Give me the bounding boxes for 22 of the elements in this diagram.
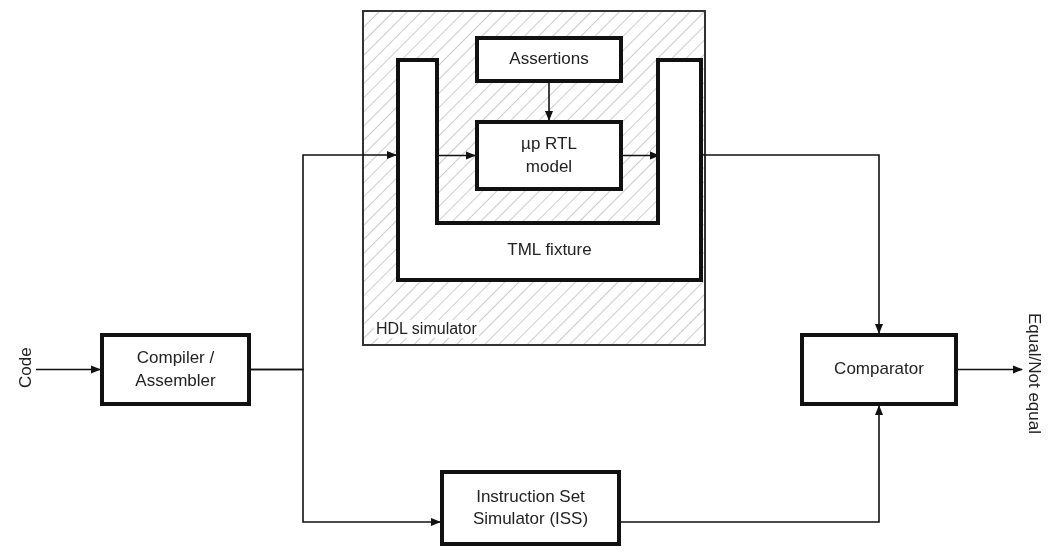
box-label: Comparator [834,358,924,381]
arrow [436,151,476,160]
process-box [475,120,623,191]
arrow [620,405,883,523]
process-box [800,333,958,406]
simulator-panel [362,10,706,346]
signal-label: Code [14,338,36,398]
box-label: Instruction Set Simulator (ISS) [471,485,590,530]
process-box [440,470,621,546]
process-box [475,36,623,83]
box-label: Assertions [509,48,589,71]
arrow [250,368,441,526]
signal-label: Equal/Not equal [1022,288,1046,458]
fixture-label: TML fixture [507,240,592,260]
arrow [545,82,553,121]
arrow [35,365,101,374]
process-box [100,333,251,406]
box-label: Compiler / Assembler [134,347,217,392]
panel-label: HDL simulator [374,320,479,338]
arrow [957,365,1023,374]
arrow [702,154,883,334]
box-label: µp RTL model [520,133,578,178]
